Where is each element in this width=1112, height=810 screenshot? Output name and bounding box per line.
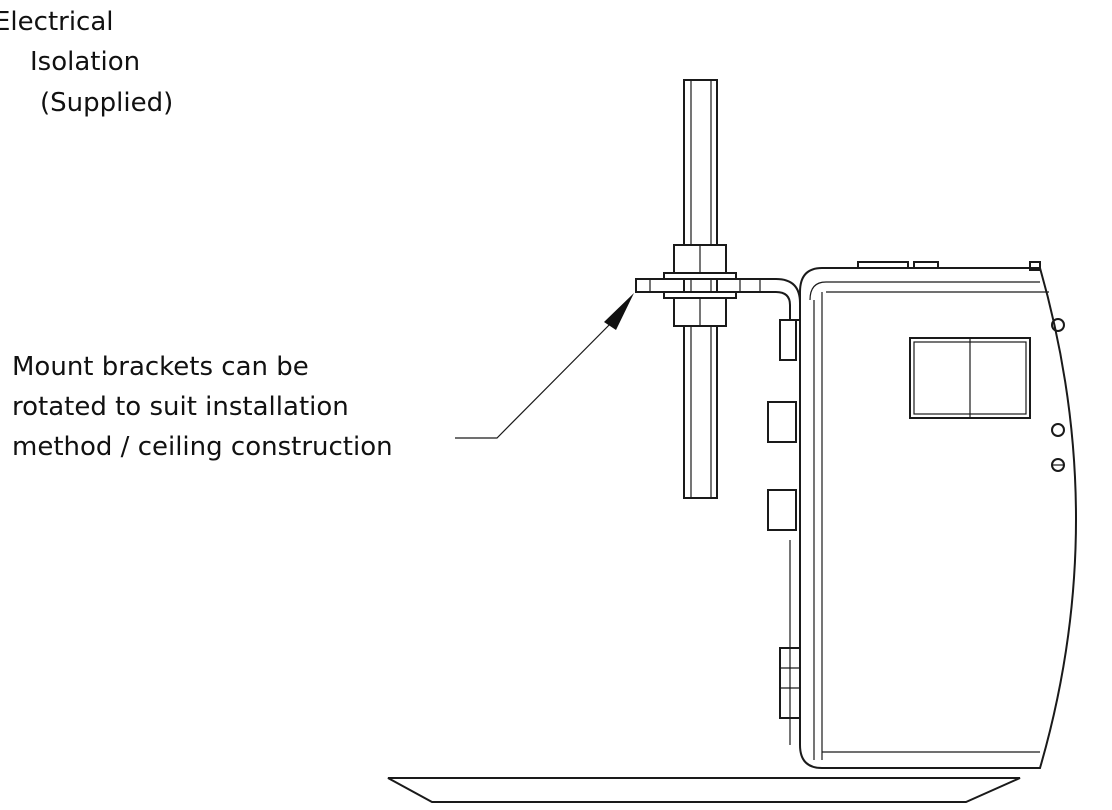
housing-window — [909, 337, 1031, 419]
bracket-callout-line-1: Mount brackets can be — [12, 352, 309, 382]
indicator-dots — [1051, 318, 1065, 472]
isolation-label-line-1: Electrical — [0, 7, 114, 37]
bracket-callout: Mount brackets can be rotated to suit in… — [12, 352, 393, 462]
housing-body — [799, 261, 1077, 769]
base-tray — [387, 777, 1021, 803]
bracket-callout-line-2: rotated to suit installation — [12, 392, 349, 422]
threaded-rod — [683, 79, 718, 499]
lower-nut — [663, 291, 737, 327]
isolation-label-line-2: Isolation — [30, 47, 140, 77]
isolation-label: Electrical Isolation (Supplied) — [0, 7, 173, 118]
isolation-label-line-3: (Supplied) — [40, 88, 173, 118]
bracket-leader-line — [455, 293, 634, 439]
bracket-callout-line-3: method / ceiling construction — [12, 432, 393, 462]
upper-nut — [663, 244, 737, 280]
side-fasteners — [767, 319, 801, 745]
